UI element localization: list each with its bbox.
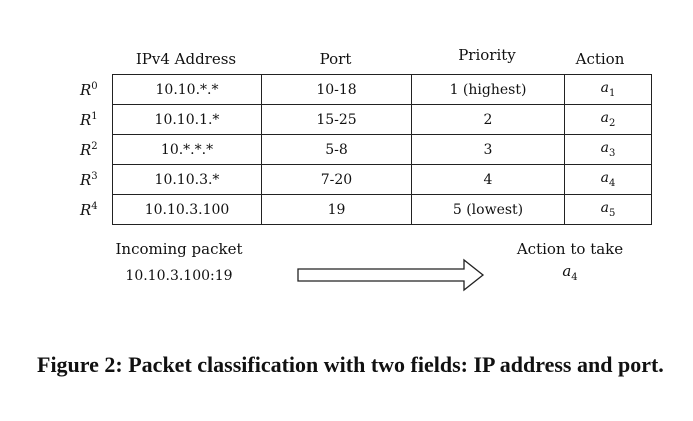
cell-port: 7-20 (261, 164, 412, 195)
arrow-right-icon (297, 258, 485, 292)
cell-action: a3 (564, 134, 652, 165)
rule-label-r3: R3 (80, 171, 98, 189)
cell-port: 19 (261, 194, 412, 225)
cell-priority: 1 (highest) (411, 74, 565, 105)
cell-action: a2 (564, 104, 652, 135)
cell-ip: 10.10.*.* (112, 74, 262, 105)
cell-priority: 4 (411, 164, 565, 195)
rule-label-r1: R1 (80, 111, 98, 129)
header-ip-address: IPv4 Address (135, 50, 237, 68)
action-to-take-label: Action to take (516, 240, 624, 258)
header-port: Port (319, 50, 352, 68)
header-action: Action (575, 50, 625, 68)
figure-caption: Figure 2: Packet classification with two… (37, 352, 664, 377)
table-row: 10.*.*.* 5-8 3 a3 (112, 134, 652, 165)
cell-ip: 10.10.3.* (112, 164, 262, 195)
rule-label-r4: R4 (80, 201, 98, 219)
header-priority: Priority (458, 46, 516, 64)
cell-action: a4 (564, 164, 652, 195)
cell-priority: 3 (411, 134, 565, 165)
table-row: 10.10.1.* 15-25 2 a2 (112, 104, 652, 135)
action-to-take-value: a4 (562, 262, 578, 283)
incoming-packet-label: Incoming packet (115, 240, 243, 258)
cell-ip: 10.*.*.* (112, 134, 262, 165)
cell-action: a5 (564, 194, 652, 225)
rule-label-r2: R2 (80, 141, 98, 159)
table-row: 10.10.*.* 10-18 1 (highest) a1 (112, 74, 652, 105)
rule-label-r0: R0 (80, 81, 98, 99)
cell-ip: 10.10.3.100 (112, 194, 262, 225)
incoming-packet-value: 10.10.3.100:19 (125, 268, 233, 284)
cell-port: 10-18 (261, 74, 412, 105)
cell-priority: 5 (lowest) (411, 194, 565, 225)
rule-table: 10.10.*.* 10-18 1 (highest) a1 10.10.1.*… (112, 74, 652, 225)
cell-port: 5-8 (261, 134, 412, 165)
cell-port: 15-25 (261, 104, 412, 135)
table-row: 10.10.3.100 19 5 (lowest) a5 (112, 194, 652, 225)
cell-priority: 2 (411, 104, 565, 135)
table-row: 10.10.3.* 7-20 4 a4 (112, 164, 652, 195)
cell-action: a1 (564, 74, 652, 105)
cell-ip: 10.10.1.* (112, 104, 262, 135)
